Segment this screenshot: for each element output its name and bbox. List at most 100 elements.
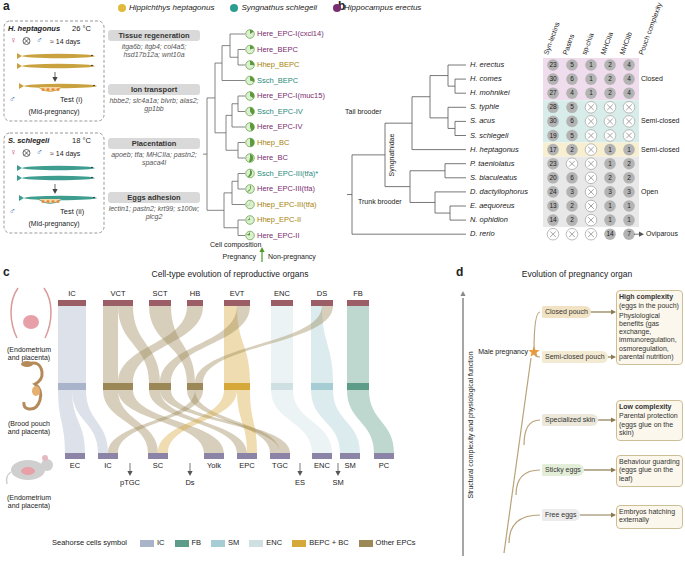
fish-eye	[91, 55, 93, 57]
cell-type-code: HB	[190, 290, 200, 299]
tree-branch	[412, 96, 430, 97]
tree-branch	[224, 192, 232, 193]
absent-circle	[604, 116, 616, 128]
node-text: Closed pouch	[545, 308, 588, 316]
seahorse-cell-bar	[149, 383, 171, 390]
composition-pie	[250, 107, 254, 115]
lineage-branch	[534, 352, 540, 357]
cell-cluster-label: Ssch_EPC-IV	[257, 107, 303, 117]
sex-symbol: ♂	[36, 147, 43, 157]
count-circle	[547, 116, 559, 128]
organ-caption: (Endometrium and placenta)	[2, 346, 56, 362]
egg	[47, 88, 50, 91]
row-band	[543, 58, 639, 100]
mouse-ear	[42, 455, 48, 461]
species-name: S. biaculeatus	[470, 173, 517, 183]
tree-branch	[224, 227, 238, 228]
human-cell-bar	[103, 300, 133, 306]
composition-pie	[246, 200, 255, 209]
count-circle	[547, 186, 559, 198]
table-cell: 4	[570, 88, 574, 98]
fish-eye	[93, 197, 95, 199]
axis-arrow	[462, 298, 464, 556]
cell-type-code: Ds	[185, 479, 194, 488]
organ-type-box: Specialized skin	[542, 414, 598, 426]
composition-pie	[246, 138, 255, 147]
mouse-cell-bar	[374, 453, 394, 459]
absent-circle	[585, 200, 597, 212]
module-heading: Tissue regeneration	[108, 30, 200, 41]
absent-circle	[585, 186, 597, 198]
sankey-flow	[271, 306, 293, 383]
count-circle	[566, 87, 578, 99]
table-cell: 1	[608, 215, 612, 225]
count-circle	[566, 214, 578, 226]
species-swatch	[230, 4, 238, 12]
absent-circle	[547, 228, 559, 240]
absent-cross	[588, 119, 594, 125]
column-header: sp-chia	[580, 32, 595, 56]
tree-branch	[226, 115, 232, 116]
absent-cross	[588, 147, 594, 153]
tree-branch	[410, 202, 435, 203]
tree-branch	[215, 63, 222, 64]
absent-cross	[588, 105, 594, 111]
table-cell: 28	[549, 102, 556, 112]
tree-branch	[450, 220, 466, 221]
fish-tail	[19, 83, 24, 89]
table-cell: 14	[549, 215, 556, 225]
tree-branch	[238, 65, 245, 66]
count-circle	[604, 172, 616, 184]
absent-circle	[623, 116, 635, 128]
stage-label: (Mid-pregnancy)	[29, 220, 80, 228]
absent-cross	[607, 133, 613, 139]
absent-cross	[550, 231, 556, 237]
connector	[580, 512, 616, 517]
seahorse-cell-bar	[311, 383, 333, 390]
node-text: High complexity	[619, 293, 680, 301]
node-text: Embryos hatching externally	[619, 508, 680, 525]
mouse-body	[11, 460, 45, 480]
absent-cross	[588, 105, 594, 111]
composition-pie	[246, 30, 255, 39]
legend-text: Hippichthys heptagonus	[129, 3, 214, 12]
table-cell: 1	[608, 201, 612, 211]
legend-text: BEPC + BC	[309, 539, 348, 548]
fish-tail	[19, 195, 24, 201]
absent-cross	[607, 119, 613, 125]
composition-pie	[246, 216, 250, 221]
tree-branch	[238, 235, 245, 236]
arrow-line	[338, 463, 339, 472]
tree-branch	[410, 170, 445, 171]
table-cell: 6	[570, 116, 574, 126]
lineage-line	[504, 358, 531, 553]
absent-cross	[588, 203, 594, 209]
sex-symbol: ♂	[9, 206, 16, 216]
mouse-cell-bar	[204, 453, 224, 459]
node-text: Behaviour guarding (eggs glue on the lea…	[619, 458, 680, 483]
species-name: D. dactyliophorus	[470, 187, 528, 197]
table-cell: 1	[589, 88, 593, 98]
egg	[42, 200, 45, 203]
mouse-cell-bar	[65, 453, 85, 459]
table-cell: 30	[549, 116, 556, 126]
tree-branch	[232, 127, 245, 128]
pouch-type: Semi-closed	[641, 145, 680, 155]
cell-type-code: VCT	[111, 290, 126, 299]
tree-branch	[238, 158, 245, 159]
fish-body	[22, 176, 95, 180]
composition-pie	[250, 123, 254, 131]
composition-pie	[246, 169, 255, 178]
species-swatch	[333, 4, 341, 12]
legend-text: ENC	[266, 539, 282, 548]
brood-pouch	[32, 386, 40, 396]
count-circle	[604, 144, 616, 156]
composition-pie	[246, 76, 255, 85]
composition-pie	[246, 92, 255, 101]
test-label: Test (ii)	[60, 208, 84, 217]
duration: ≈ 14 days	[50, 150, 80, 158]
absent-circle	[566, 158, 578, 170]
tree-branch	[238, 49, 245, 50]
node-text: Sticky eggs	[545, 466, 581, 474]
tree-branch	[445, 177, 466, 178]
